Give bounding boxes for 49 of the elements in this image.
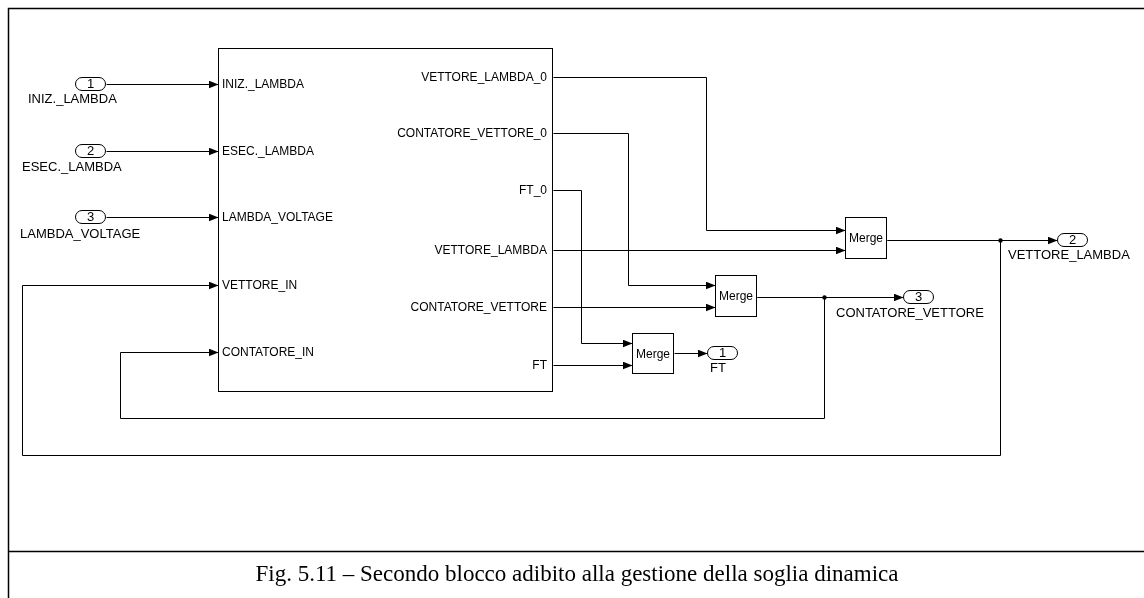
outport-block [707,346,738,360]
signal-arrow [553,303,716,312]
port-number: 2 [1068,232,1077,247]
signal-arrow [553,77,846,235]
port-label: CONTATORE_VETTORE [410,300,547,314]
inport-block [75,210,106,224]
block-label: Merge [849,231,883,245]
block-label: Merge [636,346,670,361]
port-number: 1 [718,345,727,360]
port-number: 3 [86,209,95,224]
signal-arrow [553,361,633,370]
merge-block [632,333,674,374]
port-label: CONTATORE_IN [222,345,314,359]
port-name: VETTORE_LAMBDA [1008,248,1130,262]
port-label: VETTORE_LAMBDA [434,243,547,257]
signal-arrow [553,133,716,290]
subsystem-block [218,48,553,392]
block-label: Merge [719,289,753,303]
signal-arrow [106,80,219,89]
port-number: 2 [86,143,95,158]
port-label: FT [532,358,547,372]
port-name: INIZ._LAMBDA [28,92,117,106]
outport-block [1057,233,1088,247]
port-number: 3 [914,289,923,304]
port-number: 1 [86,76,95,91]
port-name: ESEC._LAMBDA [22,160,122,174]
signal-arrow [674,349,708,358]
signal-arrow [553,246,846,255]
figure-caption: Fig. 5.11 – Secondo blocco adibito alla gestione della soglia dinamica [254,560,900,588]
port-label: CONTATORE_VETTORE_0 [397,126,547,140]
inport-block [75,144,106,158]
outport-block [903,290,934,304]
signal-arrow [106,147,219,156]
port-label: VETTORE_IN [222,278,298,292]
merge-block [845,217,887,259]
signal-arrow [22,240,1001,456]
port-name: FT [710,361,726,375]
port-label: INIZ._LAMBDA [222,77,305,91]
merge-block [715,275,757,317]
port-label: LAMBDA_VOLTAGE [222,210,333,224]
inport-block [75,77,106,91]
port-label: VETTORE_LAMBDA_0 [421,70,547,84]
port-name: LAMBDA_VOLTAGE [20,227,141,241]
port-label: ESEC._LAMBDA [222,144,315,158]
signal-arrow [106,213,219,222]
signal-arrow [120,297,825,419]
port-name: CONTATORE_VETTORE [836,306,984,320]
signal-arrow [553,190,633,348]
port-label: FT_0 [519,183,547,197]
